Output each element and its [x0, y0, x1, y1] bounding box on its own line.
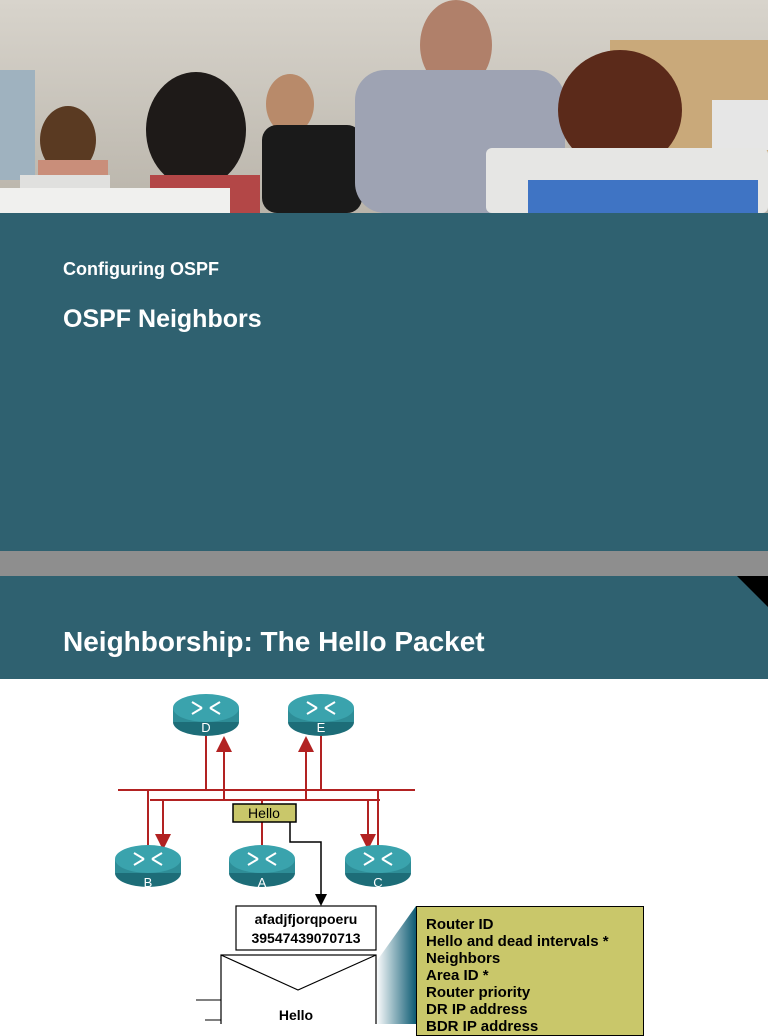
router-e-icon: E — [288, 694, 354, 736]
hello-tag — [232, 803, 297, 823]
corner-triangle-icon — [737, 576, 768, 607]
field-area-id: Area ID * — [426, 967, 489, 984]
classroom-photo — [0, 0, 768, 213]
field-priority: Router priority — [426, 984, 531, 1001]
field-router-id: Router ID — [426, 916, 494, 933]
field-dr: DR IP address — [426, 1001, 528, 1018]
slide-title: OSPF Neighbors — [63, 305, 262, 333]
slide-header: Neighborship: The Hello Packet — [0, 576, 768, 679]
router-label: E — [317, 720, 326, 735]
router-label: C — [373, 875, 382, 890]
zoom-fan — [376, 906, 416, 1024]
router-a-icon: A — [229, 845, 295, 890]
slide-separator — [0, 551, 768, 576]
packet-header — [235, 905, 377, 951]
slide-title: Neighborship: The Hello Packet — [63, 626, 485, 657]
router-d-icon: D — [173, 694, 239, 736]
field-bdr: BDR IP address — [426, 1018, 539, 1035]
router-b-icon: B — [115, 845, 181, 890]
router-label: D — [201, 720, 210, 735]
field-neighbors: Neighbors — [426, 950, 501, 967]
packet-envelope — [220, 954, 377, 1031]
router-label: A — [258, 875, 267, 890]
packet-arrow — [289, 822, 327, 906]
router-c-icon: C — [345, 845, 411, 890]
hello-fields-box: Router ID Hello and dead intervals * Nei… — [416, 906, 644, 1036]
packet-label: Hello — [279, 1007, 313, 1023]
field-intervals: Hello and dead intervals * — [426, 933, 609, 950]
hello-tag-label: Hello — [248, 805, 280, 821]
section-kicker: Configuring OSPF — [63, 259, 219, 279]
router-label: B — [144, 875, 153, 890]
title-slide: Configuring OSPF OSPF Neighbors — [0, 213, 768, 551]
ospf-hello-diagram: D E B A C — [0, 679, 768, 1036]
packet-header-line-2: 39547439070713 — [251, 930, 360, 946]
packet-header-line-1: afadjfjorqpoeru — [255, 911, 358, 927]
